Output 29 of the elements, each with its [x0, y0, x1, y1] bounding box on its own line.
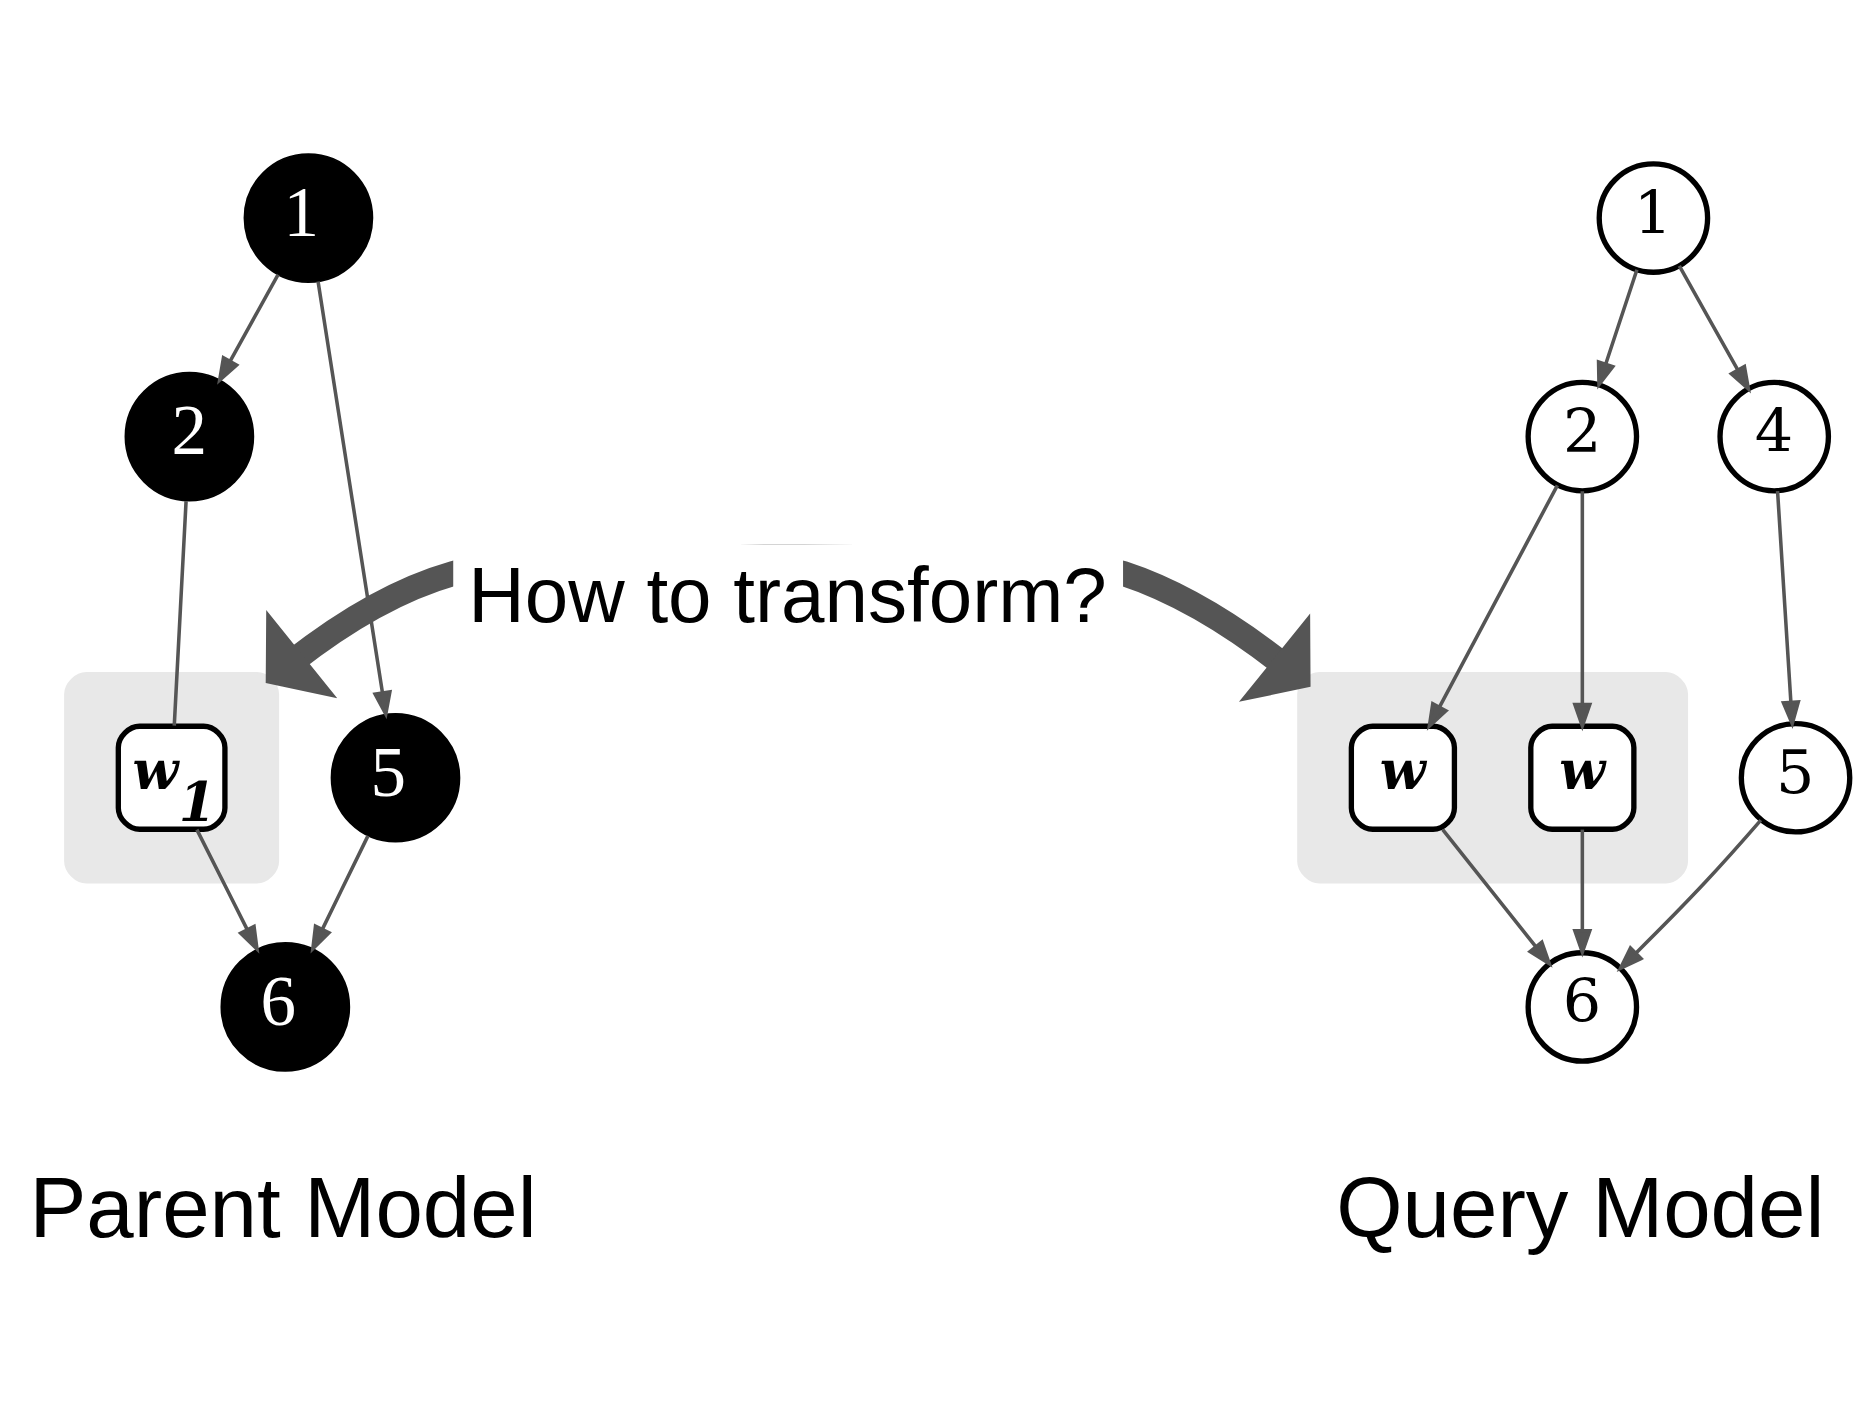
arrow — [1775, 491, 1801, 729]
node-circle: 5 — [330, 712, 461, 843]
node-circle: 2 — [1525, 379, 1640, 494]
label: Query Model — [1336, 1159, 1825, 1255]
arrow — [1441, 828, 1553, 968]
arrow — [1572, 491, 1593, 732]
cluster — [64, 672, 280, 884]
node-circle: 2 — [124, 371, 255, 502]
arrow — [217, 273, 280, 385]
node-box: w — [1528, 723, 1637, 832]
node-circle: 6 — [220, 942, 351, 1072]
node-box: w — [1348, 723, 1458, 832]
node-circle: 6 — [1525, 950, 1640, 1064]
arrow — [195, 828, 260, 954]
arrow — [1616, 819, 1763, 972]
node-circle: 5 — [1738, 720, 1853, 835]
cluster — [1297, 672, 1689, 884]
arrow — [310, 835, 370, 954]
arrow — [1677, 265, 1751, 394]
arrow — [316, 281, 393, 720]
arrow — [1426, 484, 1559, 731]
node-circle: 4 — [1717, 379, 1832, 494]
edge-label: How to transform? — [468, 550, 1107, 639]
connector — [172, 501, 188, 726]
node-circle: 1 — [1596, 161, 1711, 275]
arrow — [1572, 829, 1593, 958]
arrow — [1596, 269, 1639, 390]
node-circle: 1 — [243, 153, 374, 283]
label: Parent Model — [29, 1159, 537, 1255]
